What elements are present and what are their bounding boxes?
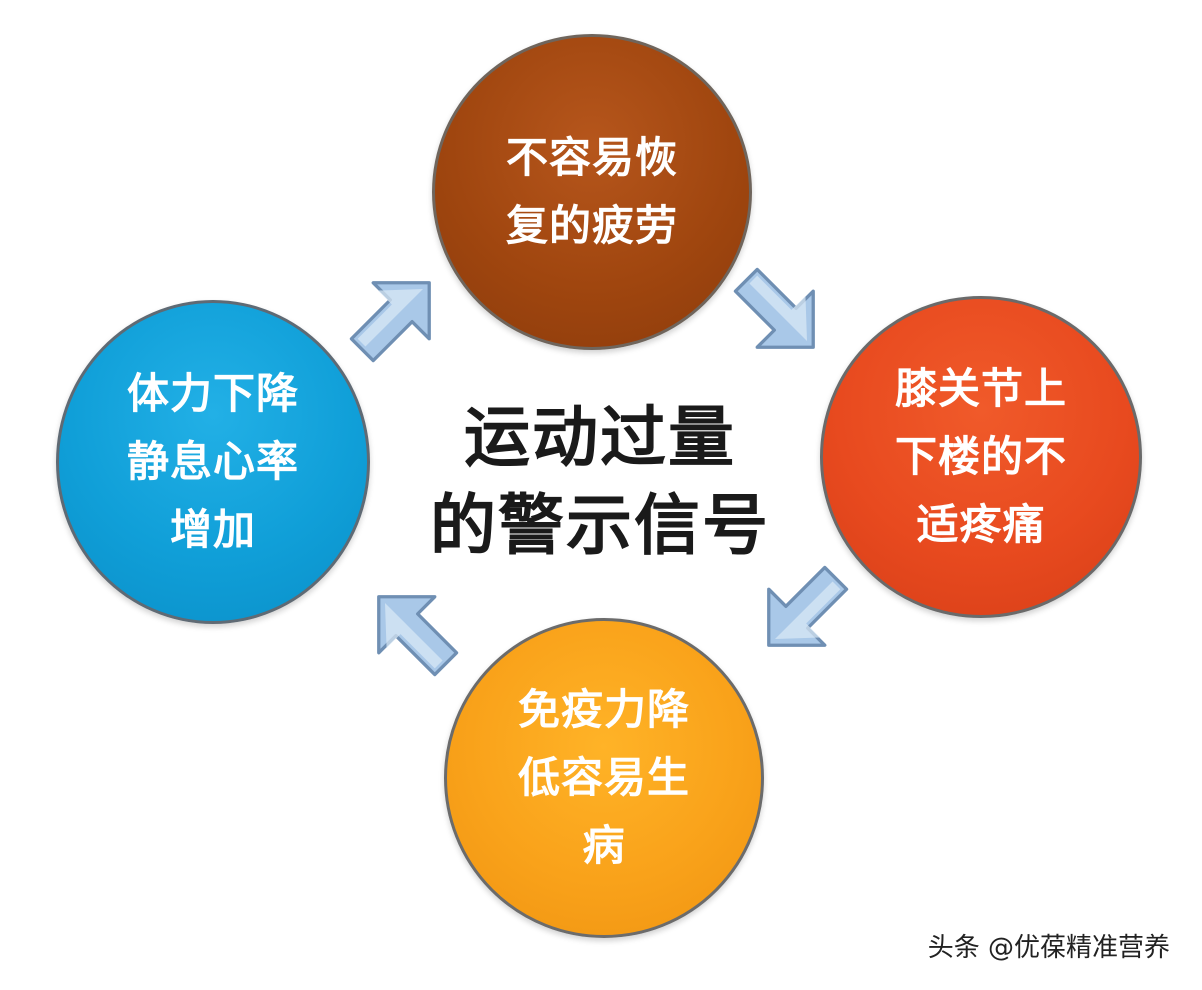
node-top-line-2: 复的疲劳 <box>505 201 678 250</box>
center-title-line-2: 的警示信号 <box>430 487 770 564</box>
node-bottom-line-3: 病 <box>582 821 626 870</box>
node-left-heart-rate: 体力下降 静息心率 增加 <box>56 300 370 624</box>
node-bottom-immunity: 免疫力降 低容易生 病 <box>444 618 764 938</box>
node-right-line-2: 下楼的不 <box>894 432 1067 481</box>
arrow-top-to-right-icon <box>724 258 834 368</box>
arrow-bottom-to-left-svg <box>377 595 459 677</box>
node-right-knee-pain: 膝关节上 下楼的不 适疼痛 <box>820 296 1142 618</box>
node-top-line-1: 不容易恢 <box>505 133 678 182</box>
node-right-line-3: 适疼痛 <box>916 500 1046 549</box>
center-title: 运动过量 的警示信号 <box>400 394 800 570</box>
arrow-right-to-bottom-icon <box>748 556 858 666</box>
node-bottom-line-1: 免疫力降 <box>517 685 690 734</box>
arrow-bottom-to-left-icon <box>358 576 468 686</box>
arrow-left-to-top-svg <box>349 281 431 363</box>
node-left-line-3: 增加 <box>169 505 256 554</box>
center-title-line-1: 运动过量 <box>464 399 736 476</box>
node-top-fatigue: 不容易恢 复的疲劳 <box>432 34 752 350</box>
node-left-line-1: 体力下降 <box>126 369 299 418</box>
node-left-line-2: 静息心率 <box>126 437 299 486</box>
node-bottom-line-2: 低容易生 <box>517 753 690 802</box>
arrow-top-to-right-svg <box>733 267 815 349</box>
arrow-right-to-bottom-svg <box>767 565 849 647</box>
watermark: 头条 @优葆精准营养 <box>927 933 1170 963</box>
arrow-left-to-top-icon <box>340 262 450 372</box>
node-right-line-1: 膝关节上 <box>894 364 1067 413</box>
